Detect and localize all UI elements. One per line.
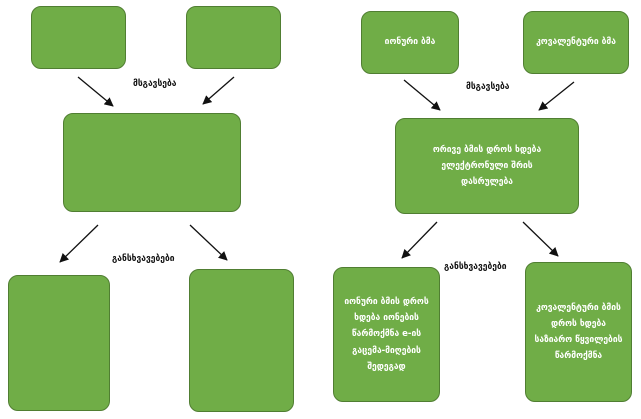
left-arrow-bottom-right (189, 224, 228, 261)
right-arrow-top-left (403, 79, 441, 111)
left-arrow-top-right (202, 76, 235, 105)
right-arrow-top-right (538, 81, 575, 111)
left-bottom-left-box (8, 275, 110, 411)
left-arrow-bottom-left (59, 224, 99, 263)
right-bottom-right-box: კოვალენტური ბმის დროს ხდება საზიარო წყვი… (525, 262, 632, 402)
left-bottom-right-box (189, 269, 294, 412)
right-arrow-bottom-left (401, 221, 438, 259)
left-arrow-top-left (77, 76, 114, 107)
left-difference-label: განსხვავებები (112, 254, 175, 264)
right-top-right-box: კოვალენტური ბმა (523, 11, 629, 74)
right-similarity-label: მსგავსება (466, 82, 510, 92)
right-arrow-bottom-right (522, 221, 559, 257)
left-top-right-box (186, 6, 281, 69)
left-center-box (63, 113, 241, 212)
right-center-box: ორივე ბმის დროს ხდება ელექტრონული შრის დ… (395, 118, 579, 214)
right-top-left-box: იონური ბმა (361, 11, 459, 74)
right-bottom-left-box: იონური ბმის დროს ხდება იონების წარმოქმნა… (333, 267, 440, 402)
left-similarity-label: მსგავსება (133, 79, 177, 89)
right-difference-label: განსხვავებები (444, 262, 507, 272)
left-top-left-box (31, 6, 126, 69)
